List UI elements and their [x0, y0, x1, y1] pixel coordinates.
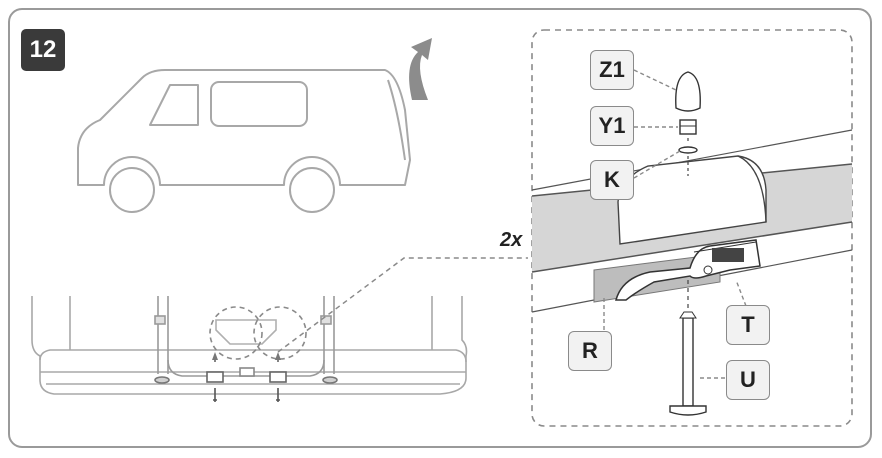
part-label-t: T [726, 305, 770, 345]
step-number-badge: 12 [21, 29, 65, 71]
part-label-k: K [590, 160, 634, 200]
bracket-left [206, 371, 224, 383]
cap-z1 [675, 71, 701, 112]
van-body-outline [77, 69, 411, 186]
washer-k [678, 146, 698, 154]
van-front-wheel [109, 167, 155, 213]
part-label-r: R [568, 331, 612, 371]
van-rear-door-line [387, 79, 406, 161]
detail-circle-left [209, 306, 263, 360]
part-label-u: U [726, 360, 770, 400]
screw-u-shaft [682, 317, 694, 407]
rear-door-left-pillar [69, 296, 433, 350]
part-label-y1: Y1 [590, 106, 634, 146]
van-side-view [77, 69, 411, 213]
detail-panel [531, 29, 853, 427]
part-label-z1: Z1 [590, 50, 634, 90]
detail-illustration [531, 69, 853, 416]
vehicle-rear-view [31, 296, 468, 402]
screw-u-head [669, 405, 707, 416]
quantity-label: 2x [500, 229, 523, 251]
nut-y1 [679, 119, 697, 135]
callout-leader-line [277, 257, 528, 353]
rear-bumper [39, 349, 467, 363]
van-rear-wheel [289, 167, 335, 213]
carrier-right-rail [323, 296, 335, 374]
step-frame [8, 8, 872, 448]
rear-body-outline [31, 296, 468, 395]
carrier-left-rail [157, 296, 169, 374]
open-door-arrow-icon [409, 38, 432, 100]
van-front-window [149, 84, 199, 126]
license-plate-recess [215, 319, 277, 345]
bracket-right [269, 371, 287, 383]
van-side-window [210, 81, 308, 127]
brand-logo [712, 248, 744, 262]
